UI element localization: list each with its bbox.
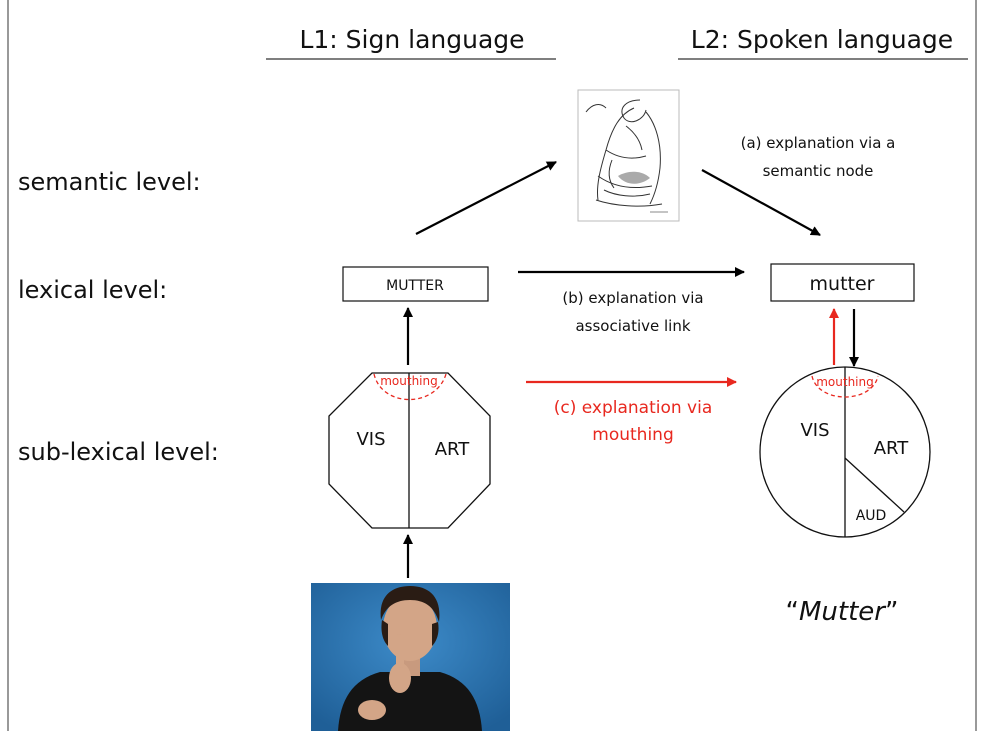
- spoken-form-close-quote: ”: [885, 597, 898, 627]
- header-l1: L1: Sign language: [299, 25, 524, 54]
- sublexical-level-label: sub-lexical level:: [18, 438, 219, 466]
- explanation-a-line1: (a) explanation via a: [741, 134, 896, 152]
- arrow-from-semantic-node: [701, 169, 821, 236]
- octagon-mouthing-label: mouthing: [380, 374, 438, 388]
- explanation-c-line1: (c) explanation via: [554, 398, 713, 418]
- semantic-level-label: semantic level:: [18, 168, 201, 196]
- explanation-c-line2: mouthing: [592, 425, 673, 445]
- explanation-b-line2: associative link: [575, 317, 690, 335]
- explanation-b-line1: (b) explanation via: [562, 289, 703, 307]
- octagon-vis-label: VIS: [356, 429, 385, 450]
- spoken-form-open-quote: “: [786, 597, 799, 627]
- circle-art-label: ART: [874, 438, 910, 459]
- sign-sublexical-octagon: mouthing VIS ART: [328, 372, 491, 529]
- sign-gloss-text: MUTTER: [386, 278, 444, 294]
- lexical-level-label: lexical level:: [18, 276, 167, 304]
- arrow-to-semantic-node: [415, 161, 557, 235]
- header-l2: L2: Spoken language: [691, 25, 953, 54]
- spoken-word-text: mutter: [810, 273, 875, 295]
- spoken-form-word: Mutter: [799, 597, 887, 627]
- circle-aud-label: AUD: [856, 508, 887, 524]
- circle-mouthing-region: [811, 375, 879, 398]
- spoken-word-box: [770, 263, 915, 302]
- sign-gloss-box: [342, 266, 489, 302]
- octagon-art-label: ART: [435, 439, 471, 460]
- circle-vis-label: VIS: [800, 420, 829, 441]
- spoken-sublexical-circle: mouthing VIS ART AUD: [759, 366, 931, 538]
- explanation-a-line2: semantic node: [763, 162, 874, 180]
- circle-mouthing-label: mouthing: [816, 375, 874, 389]
- mother-sketch-image: [577, 89, 680, 222]
- spoken-form-label: “Mutter”: [786, 597, 899, 627]
- octagon-mouthing-region: [373, 373, 447, 401]
- signer-photo: [311, 583, 510, 731]
